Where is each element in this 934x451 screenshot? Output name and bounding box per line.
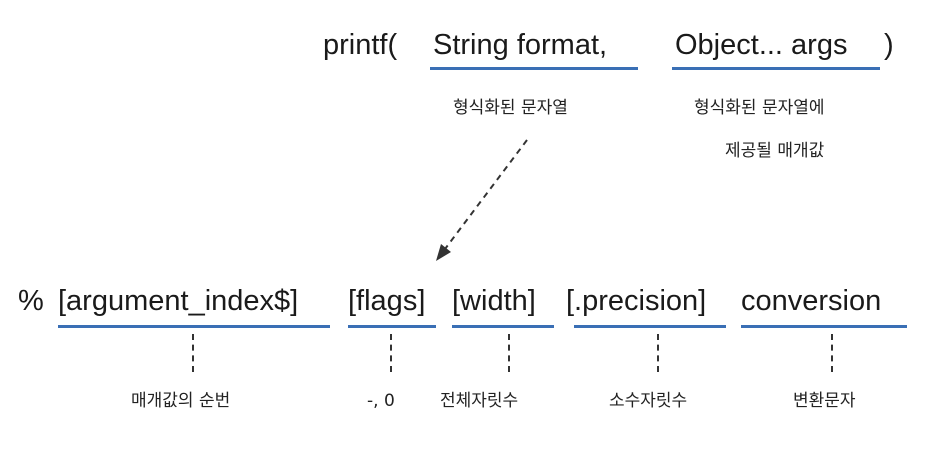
- flags-connector: [390, 334, 392, 372]
- conversion-connector: [831, 334, 833, 372]
- flags-note: -, 0: [367, 391, 395, 411]
- argument-index-connector: [192, 334, 194, 372]
- precision-note: 소수자릿수: [609, 391, 688, 411]
- conversion-token: conversion: [741, 285, 882, 317]
- argument-index-note: 매개값의 순번: [131, 391, 231, 411]
- percent-sign: %: [18, 285, 44, 317]
- args-parameter-underline: [672, 67, 880, 70]
- args-parameter: Object... args: [675, 29, 848, 61]
- conversion-underline: [741, 325, 907, 328]
- width-connector: [508, 334, 510, 372]
- precision-underline: [574, 325, 726, 328]
- args-parameter-note-line2: 제공될 매개값: [725, 141, 825, 161]
- flags-token: [flags]: [348, 285, 426, 317]
- conversion-note: 변환문자: [793, 391, 856, 411]
- args-parameter-note-line1: 형식화된 문자열에: [694, 98, 825, 118]
- precision-token: [.precision]: [566, 285, 707, 317]
- width-underline: [452, 325, 554, 328]
- format-parameter-underline: [430, 67, 638, 70]
- argument-index-token: [argument_index$]: [58, 285, 299, 317]
- argument-index-underline: [58, 325, 330, 328]
- width-note: 전체자릿수: [440, 391, 519, 411]
- printf-prefix: printf(: [323, 29, 398, 61]
- format-parameter-note: 형식화된 문자열: [453, 98, 568, 118]
- format-parameter: String format,: [433, 29, 608, 61]
- printf-suffix: ): [884, 29, 894, 61]
- flags-underline: [348, 325, 436, 328]
- width-token: [width]: [452, 285, 536, 317]
- precision-connector: [657, 334, 659, 372]
